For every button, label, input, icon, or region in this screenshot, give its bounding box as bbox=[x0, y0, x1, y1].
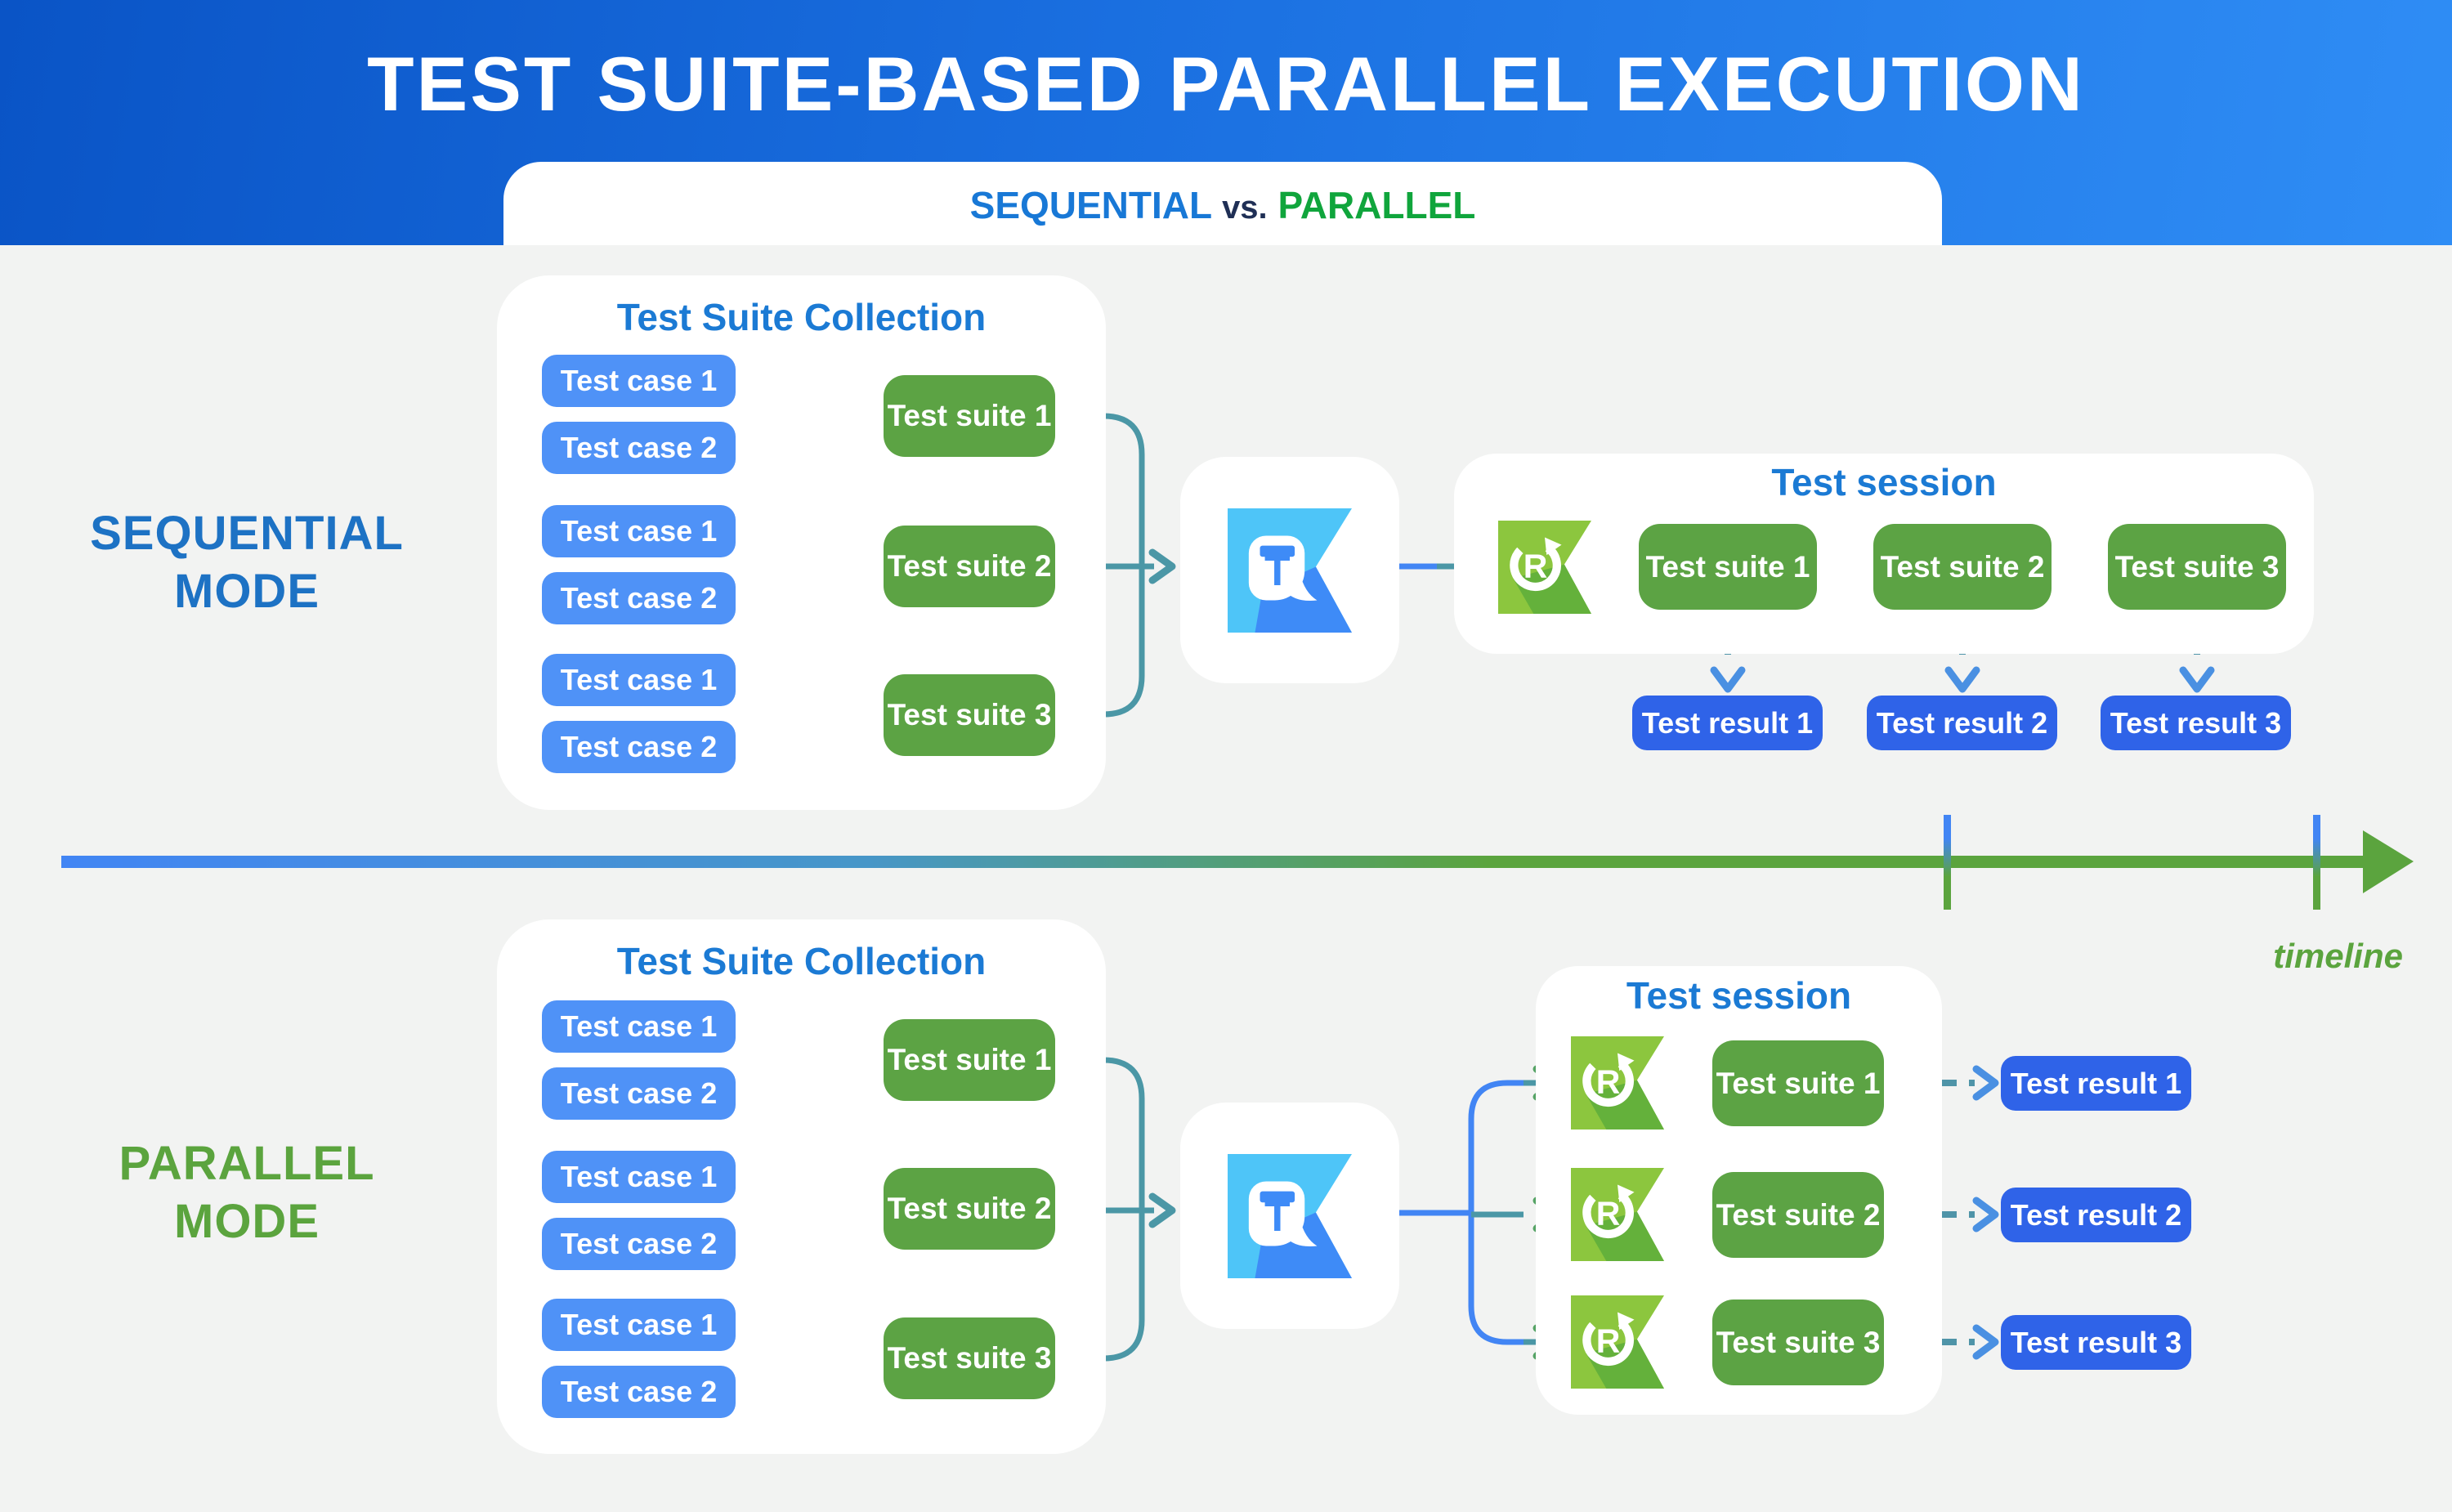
par-g1-test-case-2: Test case 2 bbox=[542, 1067, 736, 1120]
timeline-tick-2 bbox=[2313, 815, 2320, 910]
testcomplete-letter: T bbox=[1264, 1192, 1291, 1240]
subtitle-vs: vs. bbox=[1222, 190, 1268, 226]
par-session-suite-3: Test suite 3 bbox=[1712, 1300, 1884, 1385]
testcomplete-logo-icon: T bbox=[1228, 508, 1352, 633]
testcomplete-logo-icon: T bbox=[1228, 1153, 1352, 1278]
seq-g3-test-case-1: Test case 1 bbox=[542, 654, 736, 706]
testexecute-runner-icon: R bbox=[1571, 1168, 1664, 1261]
par-g1-test-case-1: Test case 1 bbox=[542, 1000, 736, 1053]
par-g2-test-suite: Test suite 2 bbox=[884, 1168, 1055, 1250]
par-g3-test-case-1: Test case 1 bbox=[542, 1299, 736, 1351]
subtitle-tab: SEQUENTIAL vs. PARALLEL bbox=[503, 162, 1942, 245]
seq-session-suite-3: Test suite 3 bbox=[2108, 524, 2286, 610]
timeline-arrow bbox=[61, 815, 2414, 910]
sequential-mode-label-line1: SEQUENTIAL bbox=[90, 507, 404, 560]
seq-test-result-1: Test result 1 bbox=[1632, 696, 1823, 750]
par-session-title: Test session bbox=[1626, 974, 1852, 1017]
seq-runner-entry-arrowhead bbox=[1148, 548, 1176, 584]
par-test-result-3: Test result 3 bbox=[2001, 1315, 2191, 1370]
subtitle-sequential: SEQUENTIAL bbox=[969, 184, 1212, 226]
seq-testexecute-wrap: R bbox=[1498, 521, 1591, 614]
seq-test-result-2: Test result 2 bbox=[1867, 696, 2057, 750]
seq-result-arrowheads bbox=[1710, 666, 2215, 693]
testexecute-letter: R bbox=[1596, 1063, 1621, 1101]
par-session-suite-2: Test suite 2 bbox=[1712, 1172, 1884, 1258]
par-g2-test-case-2: Test case 2 bbox=[542, 1218, 736, 1270]
parallel-mode-label-line2: MODE bbox=[174, 1195, 320, 1248]
par-test-result-2: Test result 2 bbox=[2001, 1188, 2191, 1242]
testexecute-runner-icon: R bbox=[1571, 1036, 1664, 1130]
page-title: TEST SUITE-BASED PARALLEL EXECUTION bbox=[367, 41, 2085, 127]
testexecute-runner-icon: R bbox=[1498, 521, 1591, 614]
par-test-result-1: Test result 1 bbox=[2001, 1056, 2191, 1111]
seq-g1-test-case-2: Test case 2 bbox=[542, 422, 736, 474]
timeline-label: timeline bbox=[2273, 937, 2403, 975]
par-testexecute-wrap-1: R bbox=[1571, 1036, 1664, 1130]
subtitle-parallel: PARALLEL bbox=[1277, 184, 1476, 226]
testexecute-runner-icon: R bbox=[1571, 1295, 1664, 1389]
par-g3-test-case-2: Test case 2 bbox=[542, 1366, 736, 1418]
par-g1-test-suite: Test suite 1 bbox=[884, 1019, 1055, 1101]
seq-session-suite-1: Test suite 1 bbox=[1639, 524, 1817, 610]
seq-testcomplete-panel: T bbox=[1180, 457, 1399, 683]
par-result-arrowheads bbox=[1972, 1065, 1999, 1360]
timeline-tick-1 bbox=[1944, 815, 1951, 910]
seq-test-result-3: Test result 3 bbox=[2101, 696, 2291, 750]
testexecute-letter: R bbox=[1596, 1322, 1621, 1360]
parallel-mode-label-line1: PARALLEL bbox=[119, 1137, 375, 1190]
seq-g3-test-case-2: Test case 2 bbox=[542, 721, 736, 773]
par-g2-test-case-1: Test case 1 bbox=[542, 1151, 736, 1203]
testcomplete-letter: T bbox=[1264, 547, 1291, 594]
par-g3-test-suite: Test suite 3 bbox=[884, 1317, 1055, 1399]
par-testexecute-wrap-2: R bbox=[1571, 1168, 1664, 1261]
seq-g2-test-case-2: Test case 2 bbox=[542, 572, 736, 624]
seq-collection-title: Test Suite Collection bbox=[616, 296, 987, 338]
seq-session-title: Test session bbox=[1771, 461, 1997, 503]
par-testexecute-wrap-3: R bbox=[1571, 1295, 1664, 1389]
sequential-mode-label-line2: MODE bbox=[174, 565, 320, 618]
par-session-suite-1: Test suite 1 bbox=[1712, 1040, 1884, 1126]
par-runner-entry-arrowhead bbox=[1148, 1192, 1176, 1228]
seq-session-suite-2: Test suite 2 bbox=[1873, 524, 2052, 610]
seq-g3-test-suite: Test suite 3 bbox=[884, 674, 1055, 756]
seq-g1-test-case-1: Test case 1 bbox=[542, 355, 736, 407]
seq-g2-test-suite: Test suite 2 bbox=[884, 526, 1055, 607]
testexecute-letter: R bbox=[1596, 1195, 1621, 1232]
seq-g1-test-suite: Test suite 1 bbox=[884, 375, 1055, 457]
par-collection-title: Test Suite Collection bbox=[616, 940, 987, 982]
testexecute-letter: R bbox=[1524, 548, 1548, 585]
par-branch-lines bbox=[1399, 1080, 1537, 1345]
par-testcomplete-panel: T bbox=[1180, 1103, 1399, 1329]
seq-g2-test-case-1: Test case 1 bbox=[542, 505, 736, 557]
